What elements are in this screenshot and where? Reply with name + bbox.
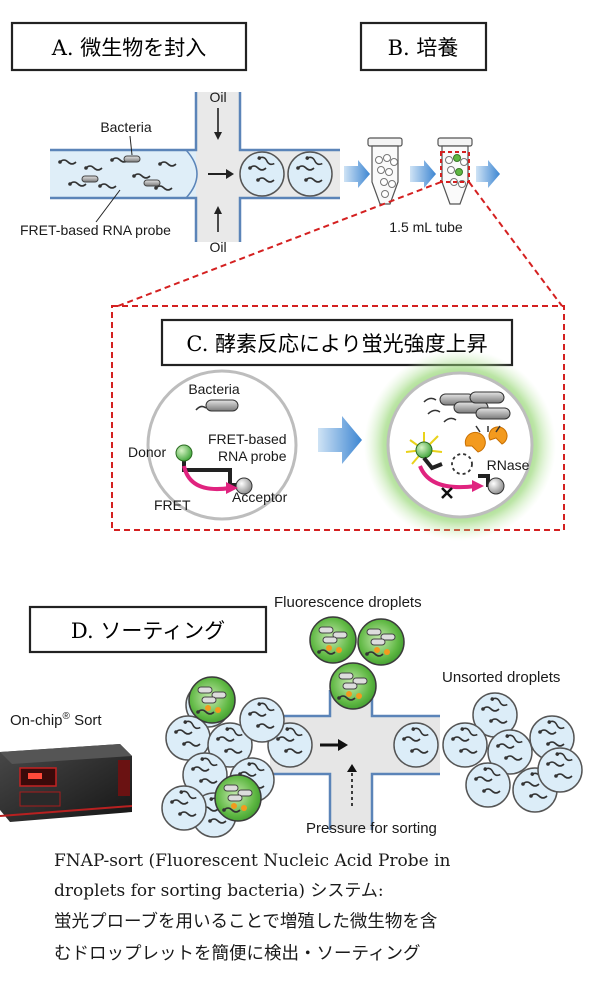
fluorescence-label: Fluorescence droplets [274, 594, 422, 611]
unsorted-label: Unsorted droplets [442, 669, 560, 686]
probe-label-line2: RNA probe [218, 448, 287, 464]
input-droplet-cluster [162, 677, 284, 837]
fret-label: FRET [154, 497, 191, 513]
panel-a-chip: Oil Oil Bacteria FRET-based RNA probe [20, 89, 340, 255]
unsorted-droplet-cluster [443, 693, 582, 812]
caption-line-4: むドロップレットを簡便に検出・ソーティング [54, 944, 421, 964]
sort-chip [268, 690, 440, 830]
droplet-before: Bacteria Donor FRET-based RNA probe Acce… [128, 369, 298, 521]
pressure-label: Pressure for sorting [306, 820, 437, 837]
bacteria-cell [123, 155, 141, 163]
donor-label: Donor [128, 444, 166, 460]
probe-label: FRET-based RNA probe [20, 222, 171, 238]
device-label: On-chip® Sort [10, 711, 102, 729]
panel-b-title: B. 培養 [388, 36, 459, 60]
caption-line-3: 蛍光プローブを用いることで増殖した微生物を含 [54, 912, 438, 932]
fluorescent-droplet [330, 663, 376, 709]
probe-label-line1: FRET-based [208, 431, 287, 447]
panel-c-title-box: C. 酵素反応により蛍光強度上昇 [160, 318, 514, 367]
rnase-label: RNase [487, 457, 530, 473]
tube-plain [367, 137, 403, 205]
panel-c-frame [111, 305, 565, 531]
blocked-fret-mark [441, 487, 453, 499]
figure-caption: FNAP-sort (Fluorescent Nucleic Acid Prob… [54, 846, 594, 970]
acceptor-label: Acceptor [232, 489, 288, 505]
oil-label-bottom: Oil [209, 239, 226, 255]
fluorescent-droplet [310, 617, 356, 663]
donor-ball [175, 444, 193, 462]
flow-arrows-ab [344, 160, 500, 188]
on-chip-sort-device: On-chip® Sort [0, 711, 133, 822]
tube-label: 1.5 mL tube [389, 219, 463, 235]
panel-a-title-box: A. 微生物を封入 [10, 21, 248, 72]
panel-b-title-box: B. 培養 [359, 21, 488, 72]
reaction-arrow [318, 416, 362, 464]
droplet-after: RNase [364, 349, 556, 541]
bacteria-label: Bacteria [100, 119, 152, 135]
acceptor-ball [235, 477, 253, 495]
oil-label-top: Oil [209, 89, 226, 105]
zoom-lines [111, 181, 565, 531]
panel-d-title-box: D. ソーティング [28, 605, 268, 654]
panel-d-title: D. ソーティング [71, 619, 225, 643]
tube-cultured [437, 137, 473, 205]
fluorescent-droplet [358, 619, 404, 665]
caption-line-2: droplets for sorting bacteria) システム: [54, 881, 384, 901]
caption-line-1: FNAP-sort (Fluorescent Nucleic Acid Prob… [54, 851, 451, 871]
bacteria-label-c: Bacteria [188, 381, 240, 397]
panel-a-title: A. 微生物を封入 [51, 36, 207, 60]
